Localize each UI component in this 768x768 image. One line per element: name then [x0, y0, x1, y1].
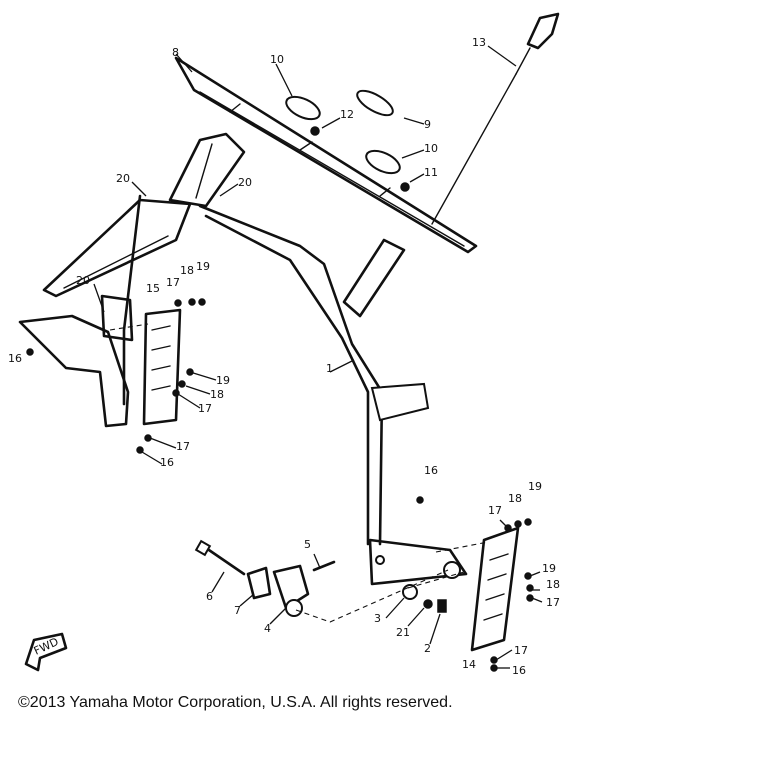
callout-18: 18: [546, 578, 560, 591]
callout-10: 10: [270, 53, 284, 66]
callout-7: 7: [234, 604, 241, 617]
callout-2: 2: [424, 642, 431, 655]
callout-17: 17: [198, 402, 212, 415]
left-bracket-part: [18, 294, 134, 428]
callout-19: 19: [196, 260, 210, 273]
callout-13: 13: [472, 36, 486, 49]
callout-6: 6: [206, 590, 213, 603]
callout-19: 19: [528, 480, 542, 493]
parts-exploded-diagram: FWD 8 10 12 9 1: [8, 12, 560, 677]
callout-19: 19: [542, 562, 556, 575]
leader-lines: [93, 45, 543, 669]
callout-1: 1: [326, 362, 333, 375]
callout-3: 3: [374, 612, 381, 625]
callout-17: 17: [166, 276, 180, 289]
bracket-block-part: [246, 560, 336, 617]
callout-labels: 8 10 12 9 10 11 13 20 20 20 15 17 18 19 …: [8, 36, 560, 677]
left-grip-part: [42, 132, 246, 298]
left-step-part: [142, 308, 182, 426]
small-hardware-part: [26, 298, 534, 672]
right-step-part: [470, 526, 520, 652]
cable-part: [431, 12, 560, 225]
callout-19: 19: [216, 374, 230, 387]
callout-17: 17: [176, 440, 190, 453]
forward-arrow-icon: FWD: [24, 632, 68, 672]
callout-21: 21: [396, 626, 410, 639]
callout-20: 20: [116, 172, 130, 185]
washer-nut-part: [402, 584, 447, 613]
callout-12: 12: [340, 108, 354, 121]
callout-18: 18: [180, 264, 194, 277]
callout-10: 10: [424, 142, 438, 155]
callout-5: 5: [304, 538, 311, 551]
callout-16: 16: [512, 664, 526, 677]
handle-frame-part: [122, 194, 468, 586]
callout-16: 16: [424, 464, 438, 477]
callout-8: 8: [172, 46, 179, 59]
grip-plate-part: [174, 56, 478, 254]
callout-9: 9: [424, 118, 431, 131]
callout-18: 18: [508, 492, 522, 505]
callout-15: 15: [146, 282, 160, 295]
callout-18: 18: [210, 388, 224, 401]
callout-16: 16: [8, 352, 22, 365]
assembly-lines: [109, 323, 489, 623]
callout-14: 14: [462, 658, 476, 671]
callout-11: 11: [424, 166, 438, 179]
callout-16: 16: [160, 456, 174, 469]
callout-17: 17: [514, 644, 528, 657]
copyright-notice: ©2013 Yamaha Motor Corporation, U.S.A. A…: [18, 694, 453, 711]
callout-17: 17: [488, 504, 502, 517]
callout-20: 20: [76, 274, 90, 287]
rubber-pad-part: [285, 89, 410, 192]
callout-20: 20: [238, 176, 252, 189]
callout-4: 4: [264, 622, 271, 635]
bolt-part: [194, 539, 246, 576]
callout-17: 17: [546, 596, 560, 609]
